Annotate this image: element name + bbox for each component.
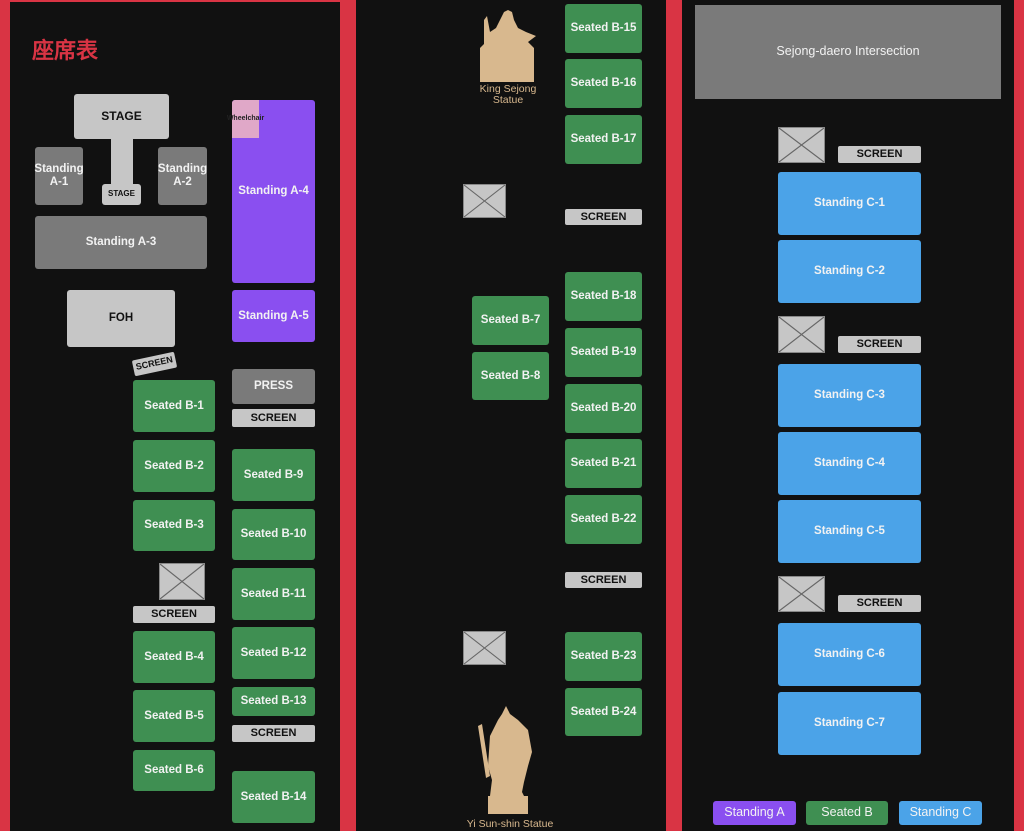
camera-tower-icon xyxy=(463,184,506,218)
standing-a-1[interactable]: Standing A-1 xyxy=(34,147,84,205)
stage-small: STAGE xyxy=(102,184,141,205)
seated-b-8[interactable]: Seated B-8 xyxy=(472,352,549,400)
screen: SCREEN xyxy=(838,336,921,353)
seated-b-2[interactable]: Seated B-2 xyxy=(133,440,215,492)
screen: SCREEN xyxy=(232,409,315,427)
standing-c-1[interactable]: Standing C-1 xyxy=(778,172,921,235)
camera-tower-icon xyxy=(463,631,506,665)
screen: SCREEN xyxy=(131,351,178,377)
legend-standing-c: Standing C xyxy=(899,801,982,825)
yi-sun-shin-statue-label: Yi Sun-shin Statue xyxy=(466,818,554,830)
camera-tower-icon xyxy=(778,127,825,163)
frame-border xyxy=(0,0,10,831)
foh: FOH xyxy=(67,290,175,347)
screen: SCREEN xyxy=(565,572,642,588)
legend-standing-a: Standing A xyxy=(713,801,796,825)
seated-b-18[interactable]: Seated B-18 xyxy=(565,272,642,321)
seated-b-21[interactable]: Seated B-21 xyxy=(565,439,642,488)
seated-b-3[interactable]: Seated B-3 xyxy=(133,500,215,551)
seated-b-9[interactable]: Seated B-9 xyxy=(232,449,315,501)
yi-sun-shin-statue-icon xyxy=(478,706,532,814)
page-title: 座席表 xyxy=(32,39,99,64)
standing-a-2[interactable]: Standing A-2 xyxy=(158,147,207,205)
screen: SCREEN xyxy=(838,146,921,163)
standing-a-5[interactable]: Standing A-5 xyxy=(232,290,315,342)
seated-b-13[interactable]: Seated B-13 xyxy=(232,687,315,716)
camera-tower-icon xyxy=(778,576,825,612)
camera-tower-icon xyxy=(159,563,205,600)
screen: SCREEN xyxy=(232,725,315,742)
seated-b-19[interactable]: Seated B-19 xyxy=(565,328,642,377)
sejong-daero-intersection: Sejong-daero Intersection xyxy=(695,5,1001,99)
seated-b-14[interactable]: Seated B-14 xyxy=(232,771,315,823)
standing-a-3[interactable]: Standing A-3 xyxy=(35,216,207,269)
seated-b-15[interactable]: Seated B-15 xyxy=(565,4,642,53)
king-sejong-statue-label: King Sejong Statue xyxy=(479,83,537,107)
seated-b-4[interactable]: Seated B-4 xyxy=(133,631,215,683)
standing-c-3[interactable]: Standing C-3 xyxy=(778,364,921,427)
wheelchair-area[interactable]: Wheelchair xyxy=(227,100,264,138)
king-sejong-statue-icon xyxy=(480,10,536,82)
standing-c-7[interactable]: Standing C-7 xyxy=(778,692,921,755)
standing-c-4[interactable]: Standing C-4 xyxy=(778,432,921,495)
seated-b-10[interactable]: Seated B-10 xyxy=(232,509,315,560)
frame-border xyxy=(0,0,356,2)
seated-b-7[interactable]: Seated B-7 xyxy=(472,296,549,345)
seated-b-6[interactable]: Seated B-6 xyxy=(133,750,215,791)
stage-runway xyxy=(111,138,133,188)
stage: STAGE xyxy=(74,94,169,139)
seated-b-17[interactable]: Seated B-17 xyxy=(565,115,642,164)
seated-b-11[interactable]: Seated B-11 xyxy=(232,568,315,620)
seated-b-22[interactable]: Seated B-22 xyxy=(565,495,642,544)
seated-b-5[interactable]: Seated B-5 xyxy=(133,690,215,742)
standing-c-2[interactable]: Standing C-2 xyxy=(778,240,921,303)
frame-border xyxy=(666,0,682,831)
seated-b-12[interactable]: Seated B-12 xyxy=(232,627,315,679)
camera-tower-icon xyxy=(778,316,825,353)
frame-border xyxy=(1014,0,1024,831)
legend-seated-b: Seated B xyxy=(806,801,888,825)
press: PRESS xyxy=(232,369,315,404)
standing-c-6[interactable]: Standing C-6 xyxy=(778,623,921,686)
screen: SCREEN xyxy=(838,595,921,612)
standing-c-5[interactable]: Standing C-5 xyxy=(778,500,921,563)
seated-b-16[interactable]: Seated B-16 xyxy=(565,59,642,108)
seated-b-20[interactable]: Seated B-20 xyxy=(565,384,642,433)
screen: SCREEN xyxy=(133,606,215,623)
seated-b-23[interactable]: Seated B-23 xyxy=(565,632,642,681)
frame-border xyxy=(340,0,356,831)
screen: SCREEN xyxy=(565,209,642,225)
seated-b-1[interactable]: Seated B-1 xyxy=(133,380,215,432)
seated-b-24[interactable]: Seated B-24 xyxy=(565,688,642,736)
